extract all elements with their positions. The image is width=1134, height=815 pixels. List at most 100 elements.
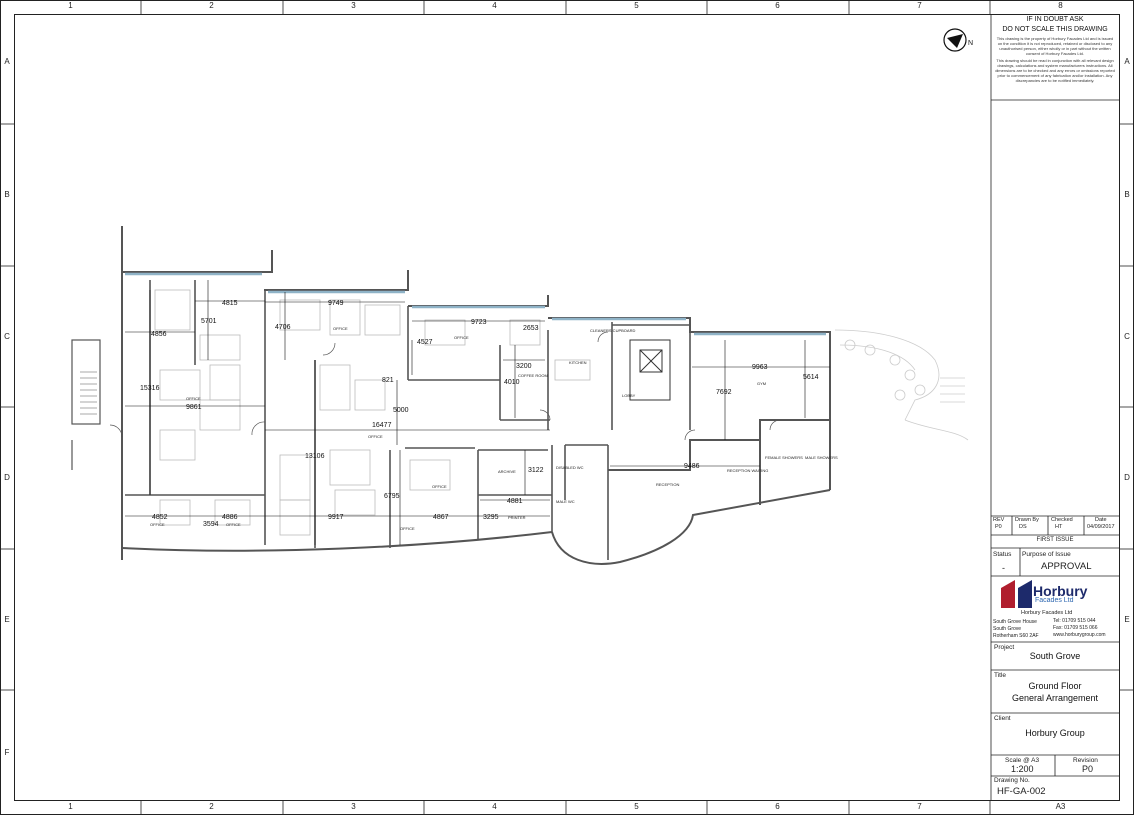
title-line-2: General Arrangement (1011, 693, 1099, 703)
dimension-label: 821 (382, 377, 394, 384)
room-label: OFFICE (226, 522, 241, 527)
drawn-by-value: DS (1019, 524, 1027, 530)
dimension-label: 2653 (523, 325, 539, 332)
dimension-label: 4856 (151, 331, 167, 338)
dimension-label: 4881 (507, 498, 523, 505)
room-label: OFFICE (333, 326, 348, 331)
room-label: DISABLED WC (556, 465, 584, 470)
dimension-label: 4886 (222, 514, 238, 521)
room-label: OFFICE (454, 335, 469, 340)
dimension-label: 9486 (684, 463, 700, 470)
room-label: RECEPTION (656, 482, 679, 487)
zone-row-b: B (4, 190, 10, 199)
scale-value: 1:200 (1011, 764, 1034, 774)
room-label: RECEPTION WAITING (727, 468, 768, 473)
zone-row-d: D (4, 473, 10, 482)
zone-col-1-bottom: 1 (68, 802, 73, 811)
zone-col-1: 1 (68, 1, 73, 10)
dimension-label: 5701 (201, 318, 217, 325)
zone-col-2-bottom: 2 (209, 802, 214, 811)
dimension-label: 3295 (483, 514, 499, 521)
dimension-label: 9963 (752, 364, 768, 371)
notice-para-2: This drawing should be read in conjuncti… (995, 58, 1115, 83)
company-address-1: South Grove House (993, 619, 1037, 625)
disclaimer-notice: IF IN DOUBT ASK DO NOT SCALE THIS DRAWIN… (991, 14, 1119, 100)
client-label: Client (994, 715, 1011, 722)
project-label: Project (994, 644, 1015, 651)
issue-description: FIRST ISSUE (1036, 537, 1074, 543)
room-label: COFFEE ROOM (518, 373, 548, 378)
zone-col-3: 3 (351, 1, 356, 10)
dimension-label: 4867 (433, 514, 449, 521)
revision-value: P0 (1082, 764, 1094, 774)
company-logo: Horbury Facades Ltd (999, 580, 1119, 616)
drawing-number-label: Drawing No. (994, 777, 1030, 784)
dimension-label: 3122 (528, 467, 544, 474)
company-web[interactable]: www.horburygroup.com (1053, 632, 1106, 638)
dimension-label: 4815 (222, 300, 238, 307)
north-arrow-icon: N (943, 28, 973, 52)
notice-heading-2: DO NOT SCALE THIS DRAWING (1002, 26, 1108, 33)
dimension-label: 4706 (275, 324, 291, 331)
scale-label: Scale @ A3 (1005, 757, 1040, 764)
dimension-label: 6795 (384, 493, 400, 500)
client-value: Horbury Group (1025, 728, 1085, 738)
zone-col-5-bottom: 5 (634, 802, 639, 811)
room-label: FEMALE SHOWERS (765, 455, 803, 460)
dimension-label: 3594 (203, 521, 219, 528)
date-header: Date (1095, 517, 1107, 523)
zone-col-3-bottom: 3 (351, 802, 356, 811)
dimension-label: 4010 (504, 379, 520, 386)
company-tel: Tel: 01709 515 044 (1053, 618, 1096, 624)
purpose-value: APPROVAL (1041, 561, 1092, 572)
zone-row-e: E (4, 615, 10, 624)
company-sub: Facades Ltd (1035, 597, 1074, 604)
dimension-label: 15316 (140, 385, 160, 392)
company-fax: Fax: 01709 515 066 (1053, 625, 1098, 631)
zone-col-7-bottom: 7 (917, 802, 922, 811)
title-label: Title (994, 672, 1007, 679)
rev-header: REV (993, 517, 1005, 523)
checked-value: HT (1055, 524, 1063, 530)
status-value: - (1002, 563, 1005, 573)
room-label: KITCHEN (569, 360, 587, 365)
zone-row-c: C (4, 332, 10, 341)
dimension-label: 13106 (305, 453, 325, 460)
drawn-by-header: Drawn By (1015, 517, 1039, 523)
room-label: PRINTER (508, 515, 526, 520)
room-label: OFFICE (150, 522, 165, 527)
checked-header: Checked (1051, 517, 1073, 523)
company-name: Horbury Facades Ltd (1021, 610, 1073, 616)
room-label: OFFICE (400, 526, 415, 531)
zone-row-a-right: A (1124, 57, 1130, 66)
dimension-label: 16477 (372, 422, 392, 429)
dimension-label: 9723 (471, 319, 487, 326)
drawing-number-value: HF-GA-002 (997, 786, 1046, 797)
zone-col-5: 5 (634, 1, 639, 10)
company-address-3: Rotherham S60 2AF (993, 633, 1039, 639)
zone-sheet-size: A3 (1055, 802, 1066, 811)
status-label: Status (993, 551, 1012, 558)
room-label: OFFICE (186, 396, 201, 401)
dimension-label: 4852 (152, 514, 168, 521)
zone-row-d-right: D (1124, 473, 1130, 482)
room-label: OFFICE (432, 484, 447, 489)
rev-value: P0 (995, 524, 1002, 530)
svg-text:N: N (968, 40, 973, 47)
notice-para-1: This drawing is the property of Horbury … (996, 36, 1114, 56)
dimension-label: 9917 (328, 514, 344, 521)
dimension-label: 9861 (186, 404, 202, 411)
dimension-label: 9749 (328, 300, 344, 307)
company-brand: Horbury (1033, 583, 1088, 599)
zone-row-b-right: B (1124, 190, 1130, 199)
room-label: ARCHIVE (498, 469, 516, 474)
dimension-label: 7692 (716, 389, 732, 396)
room-label: OFFICE (368, 434, 383, 439)
room-label: MALE SHOWERS (805, 455, 838, 460)
zone-col-8: 8 (1058, 1, 1063, 10)
company-address-2: South Grove (993, 626, 1022, 632)
notice-heading-1: IF IN DOUBT ASK (1026, 16, 1084, 23)
revision-label: Revision (1073, 757, 1098, 764)
dimension-label: 5000 (393, 407, 409, 414)
